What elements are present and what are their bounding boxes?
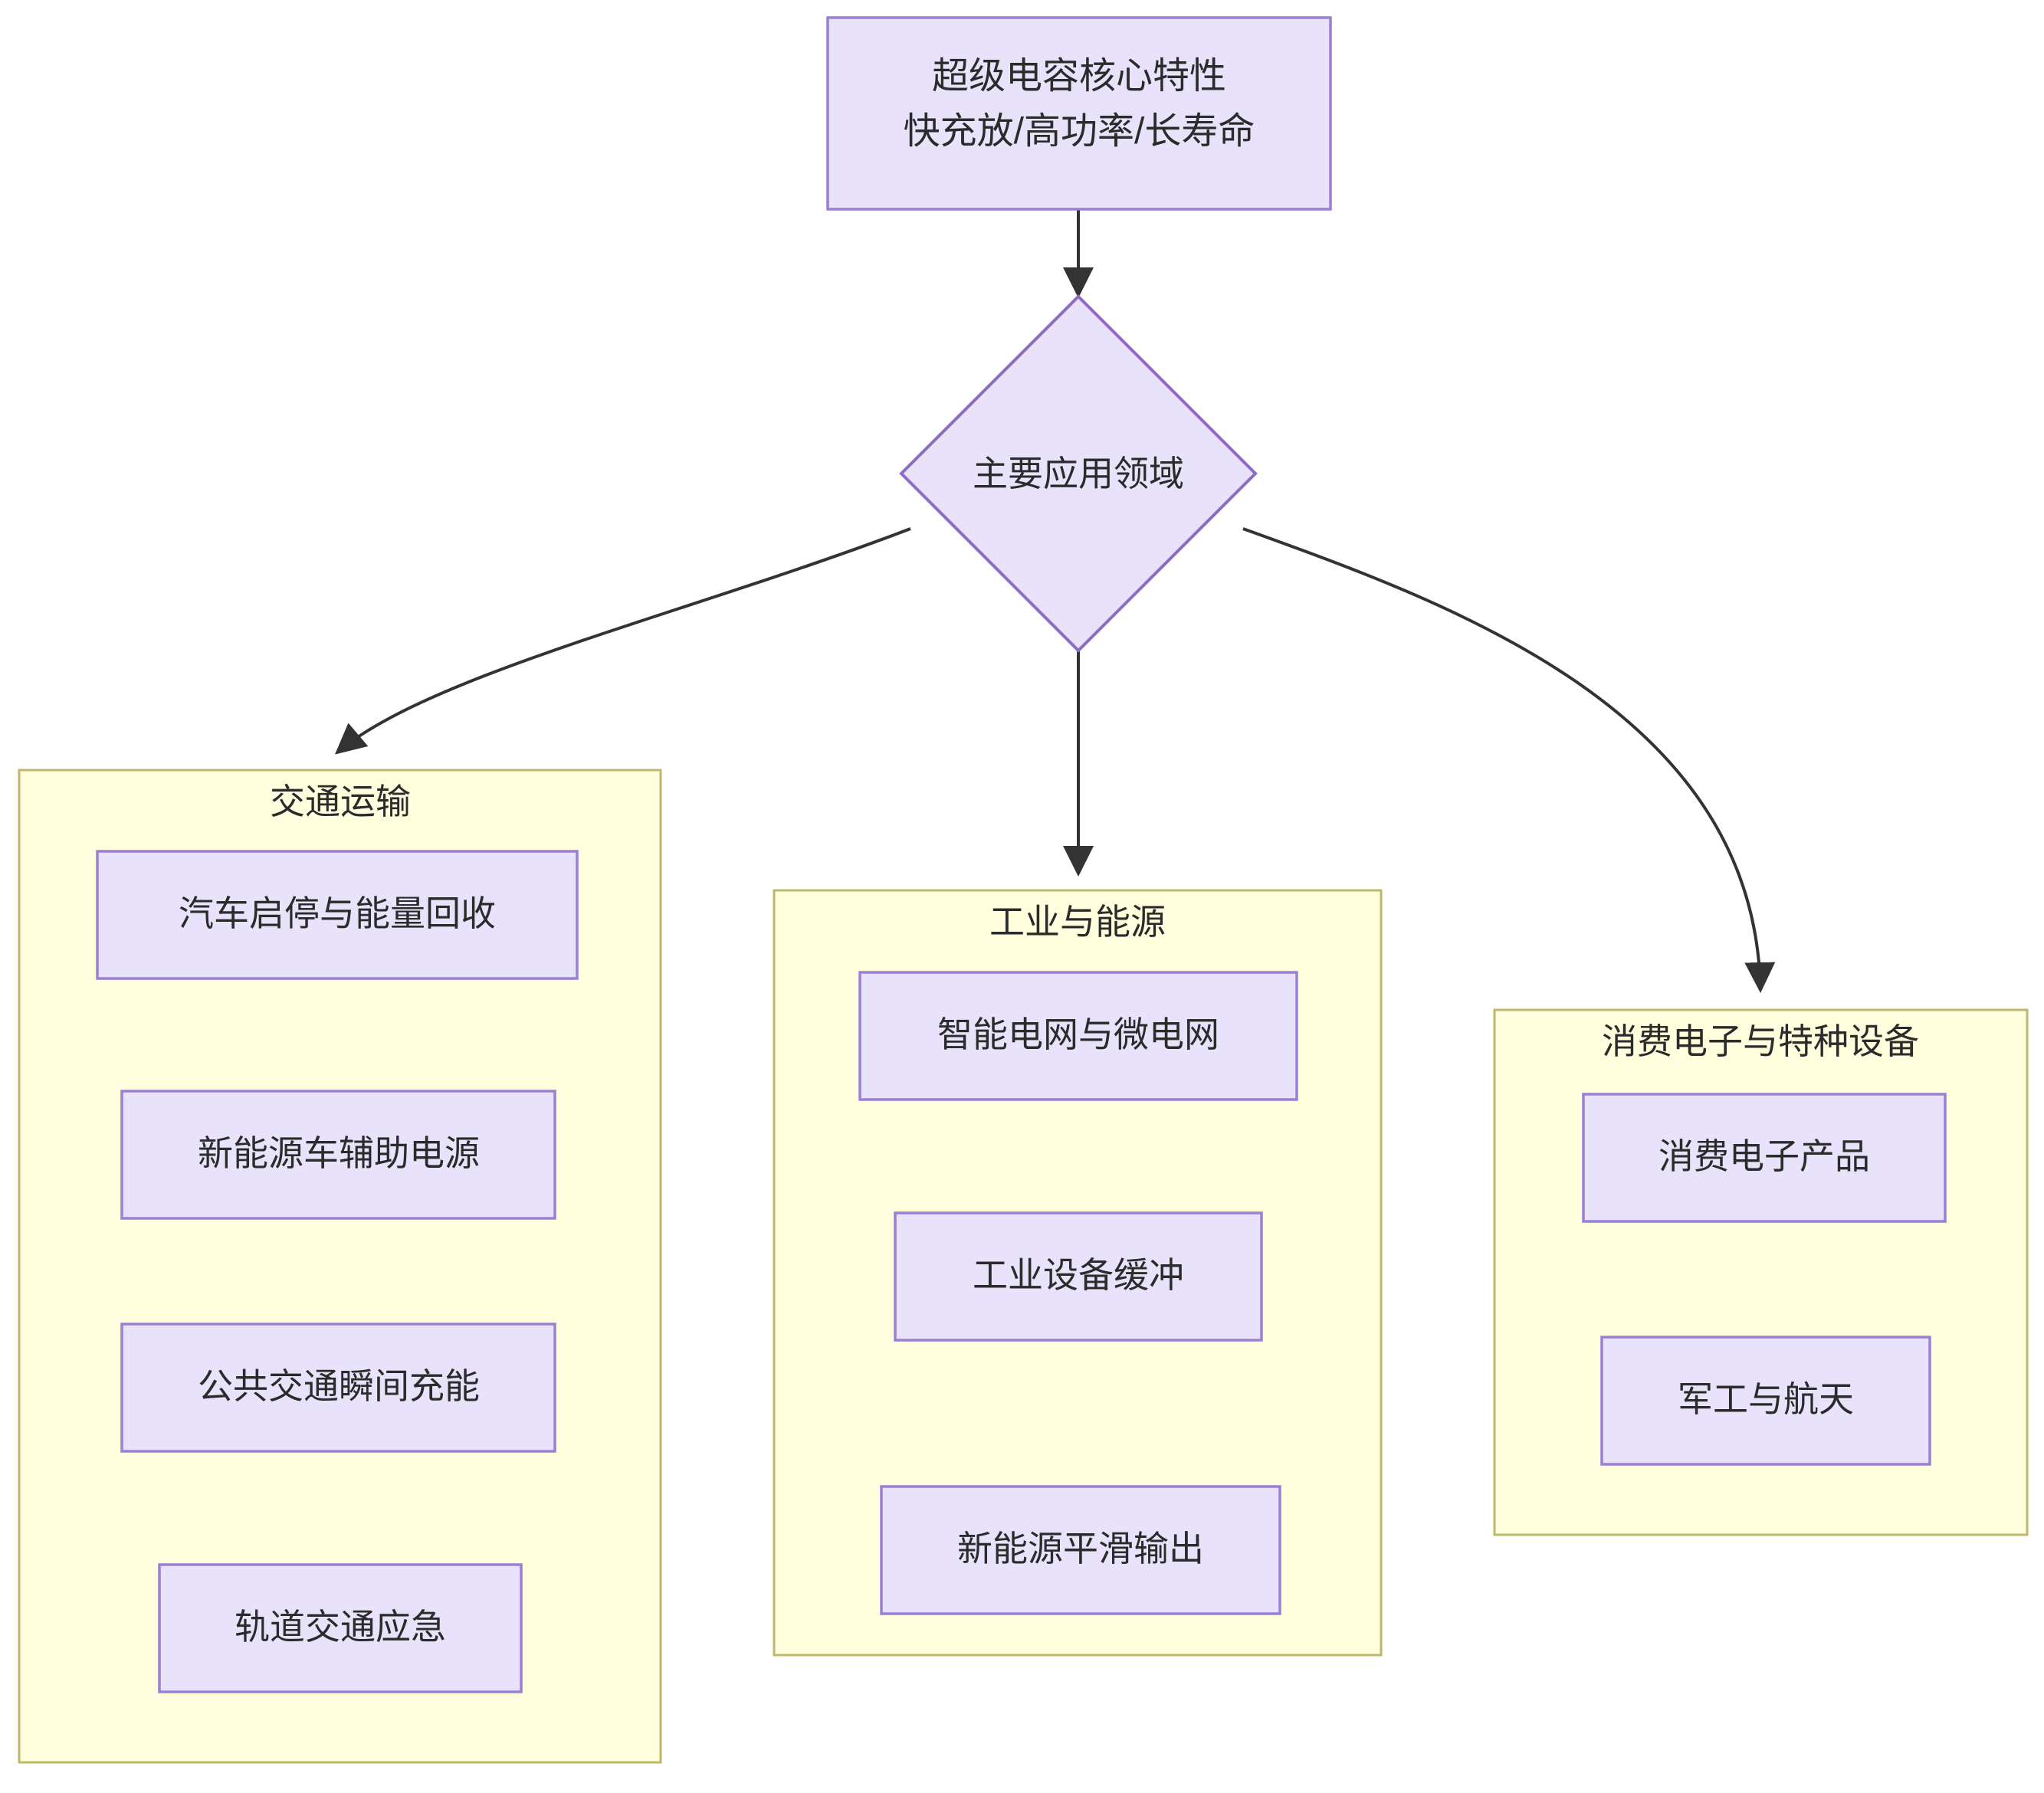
node-industry-1-label: 工业设备缓冲 (973, 1255, 1184, 1295)
cluster-industry-title: 工业与能源 (989, 902, 1166, 942)
edge-decision-to-transport (334, 527, 911, 755)
node-consumer-1[interactable]: 军工与航天 (1600, 1336, 1931, 1466)
node-consumer-1-box[interactable] (1600, 1336, 1931, 1466)
root-node-label-line2: 快充放/高功率/长寿命 (904, 111, 1255, 152)
cluster-transport-title: 交通运输 (270, 782, 411, 821)
node-industry-2-box[interactable] (880, 1485, 1281, 1615)
node-transport-0[interactable]: 汽车启停与能量回收 (96, 850, 579, 980)
node-consumer-0-label: 消费电子产品 (1658, 1136, 1870, 1176)
node-transport-1-box[interactable] (120, 1090, 556, 1220)
decision-node-diamond[interactable] (899, 294, 1258, 653)
node-industry-1-box[interactable] (894, 1211, 1263, 1342)
node-transport-2-box[interactable] (120, 1323, 556, 1453)
node-consumer-0[interactable]: 消费电子产品 (1582, 1093, 1947, 1223)
root-node-box[interactable] (826, 16, 1332, 211)
decision-node[interactable]: 主要应用领域 (899, 294, 1258, 653)
node-industry-2-label: 新能源平滑输出 (957, 1529, 1204, 1568)
node-transport-1[interactable]: 新能源车辅助电源 (120, 1090, 556, 1220)
node-transport-3-label: 轨道交通应急 (235, 1607, 446, 1647)
cluster-transport[interactable]: 交通运输 汽车启停与能量回收 新能源车辅助电源 公共交通瞬间充能 轨道交通应急 (18, 769, 662, 1764)
cluster-consumer-title: 消费电子与特种设备 (1602, 1021, 1919, 1061)
node-transport-0-label: 汽车启停与能量回收 (179, 893, 496, 933)
node-transport-2-label: 公共交通瞬间充能 (198, 1366, 480, 1406)
root-node[interactable]: 超级电容核心特性 快充放/高功率/长寿命 (826, 16, 1332, 211)
edge-group (334, 210, 1776, 993)
node-transport-0-box[interactable] (96, 850, 579, 980)
cluster-consumer[interactable]: 消费电子与特种设备 消费电子产品 军工与航天 (1493, 1008, 2029, 1536)
decision-node-label: 主要应用领域 (973, 454, 1184, 493)
node-industry-0-label: 智能电网与微电网 (937, 1015, 1219, 1054)
node-consumer-1-label: 军工与航天 (1678, 1379, 1854, 1419)
edge-decision-to-consumer (1242, 527, 1776, 993)
node-transport-3[interactable]: 轨道交通应急 (158, 1563, 523, 1693)
node-consumer-0-box[interactable] (1582, 1093, 1947, 1223)
node-industry-0[interactable]: 智能电网与微电网 (858, 971, 1298, 1101)
node-transport-1-label: 新能源车辅助电源 (198, 1133, 480, 1173)
root-node-label-line1: 超级电容核心特性 (932, 56, 1226, 97)
node-industry-1[interactable]: 工业设备缓冲 (894, 1211, 1263, 1342)
node-transport-2[interactable]: 公共交通瞬间充能 (120, 1323, 556, 1453)
cluster-industry[interactable]: 工业与能源 智能电网与微电网 工业设备缓冲 新能源平滑输出 (773, 889, 1383, 1657)
node-transport-3-box[interactable] (158, 1563, 523, 1693)
node-industry-0-box[interactable] (858, 971, 1298, 1101)
node-industry-2[interactable]: 新能源平滑输出 (880, 1485, 1281, 1615)
